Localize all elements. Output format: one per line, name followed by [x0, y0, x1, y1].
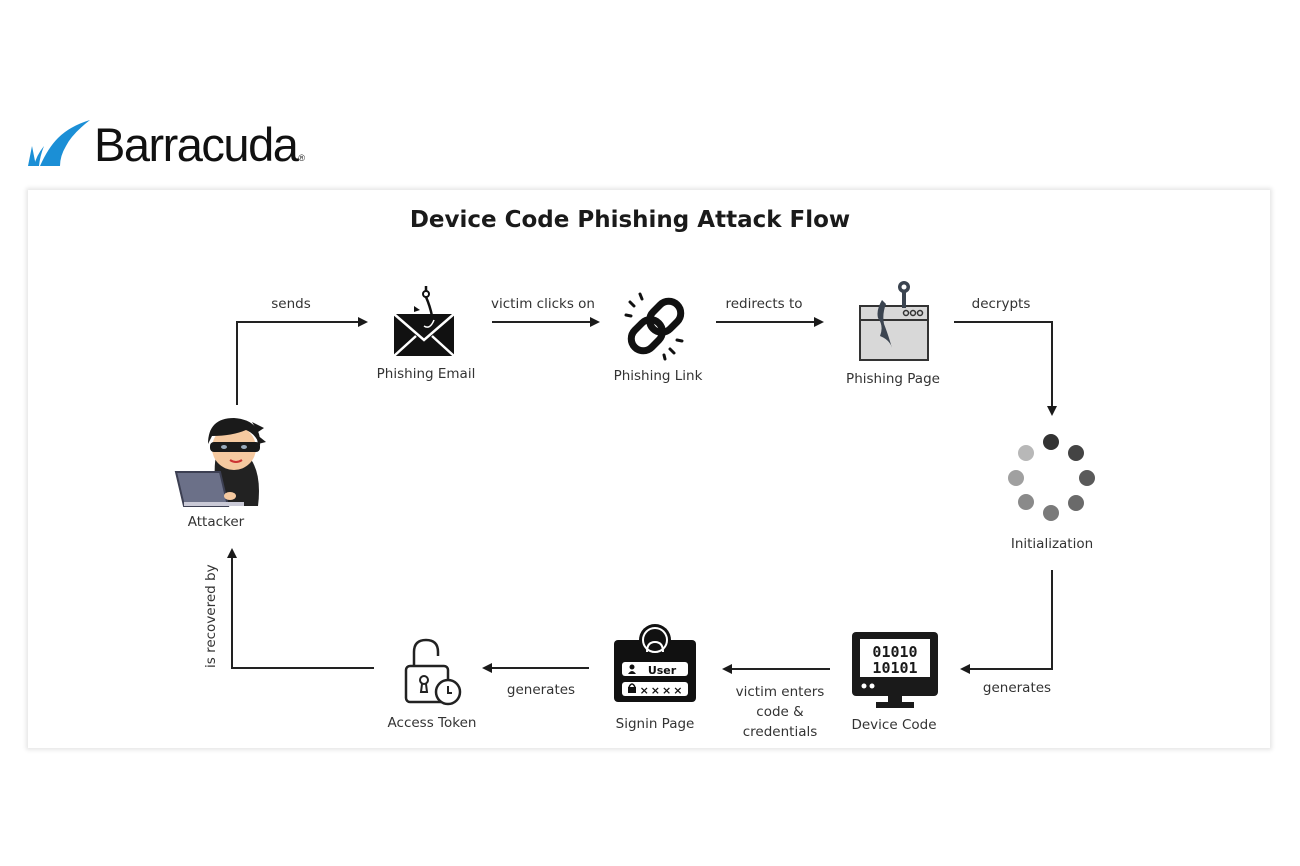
edge-label-decrypts: decrypts [971, 296, 1031, 312]
edge-label-victim-clicks-on: victim clicks on [491, 296, 595, 312]
browser-window-with-hook-icon [859, 281, 929, 361]
edge-init-to-device [960, 570, 1053, 674]
node-label-access-token: Access Token [387, 715, 477, 731]
signin-password-field: ×××× [640, 684, 685, 697]
node-label-attacker: Attacker [187, 514, 245, 530]
signin-user-field: User [648, 664, 677, 677]
broken-chain-link-icon [627, 297, 685, 355]
label-line: credentials [742, 724, 818, 740]
node-label-device-code: Device Code [851, 717, 937, 733]
envelope-with-fishhook-icon [393, 286, 455, 357]
edge-label-sends: sends [271, 296, 311, 312]
edge-label-is-recovered-by: is recovered by [203, 564, 219, 668]
edge-label-generates-device: generates [982, 680, 1052, 696]
node-label-phishing-page: Phishing Page [846, 371, 940, 387]
node-label-initialization: Initialization [1010, 536, 1094, 552]
diagram-title: Device Code Phishing Attack Flow [409, 207, 851, 233]
barracuda-fin-icon [28, 120, 90, 166]
node-label-signin-page: Signin Page [615, 716, 695, 732]
barracuda-logo: Barracuda® [26, 112, 305, 172]
link-spark-marks [624, 292, 684, 361]
login-form-icon: User ×××× [614, 624, 696, 702]
node-label-phishing-email: Phishing Email [376, 366, 476, 382]
loading-spinner-icon [1008, 434, 1095, 521]
hacker-at-laptop-icon [174, 418, 266, 507]
unlocked-padlock-clock-icon [404, 638, 462, 706]
edge-label-victim-enters: victim enters code & credentials [736, 682, 825, 742]
monitor-binary-icon: 01010 10101 [852, 632, 938, 708]
edge-label-generates-token: generates [506, 682, 576, 698]
label-line: code & [756, 704, 804, 720]
node-label-phishing-link: Phishing Link [613, 368, 703, 384]
edge-label-redirects-to: redirects to [725, 296, 803, 312]
label-line: victim enters [735, 684, 825, 700]
device-code-line-2: 10101 [872, 659, 917, 677]
device-code-line-1: 01010 [872, 643, 917, 661]
edge-token-to-attacker [227, 548, 374, 669]
edge-page-to-init [954, 321, 1057, 416]
edge-attacker-to-email [236, 317, 368, 405]
brand-name: Barracuda® [94, 117, 305, 171]
